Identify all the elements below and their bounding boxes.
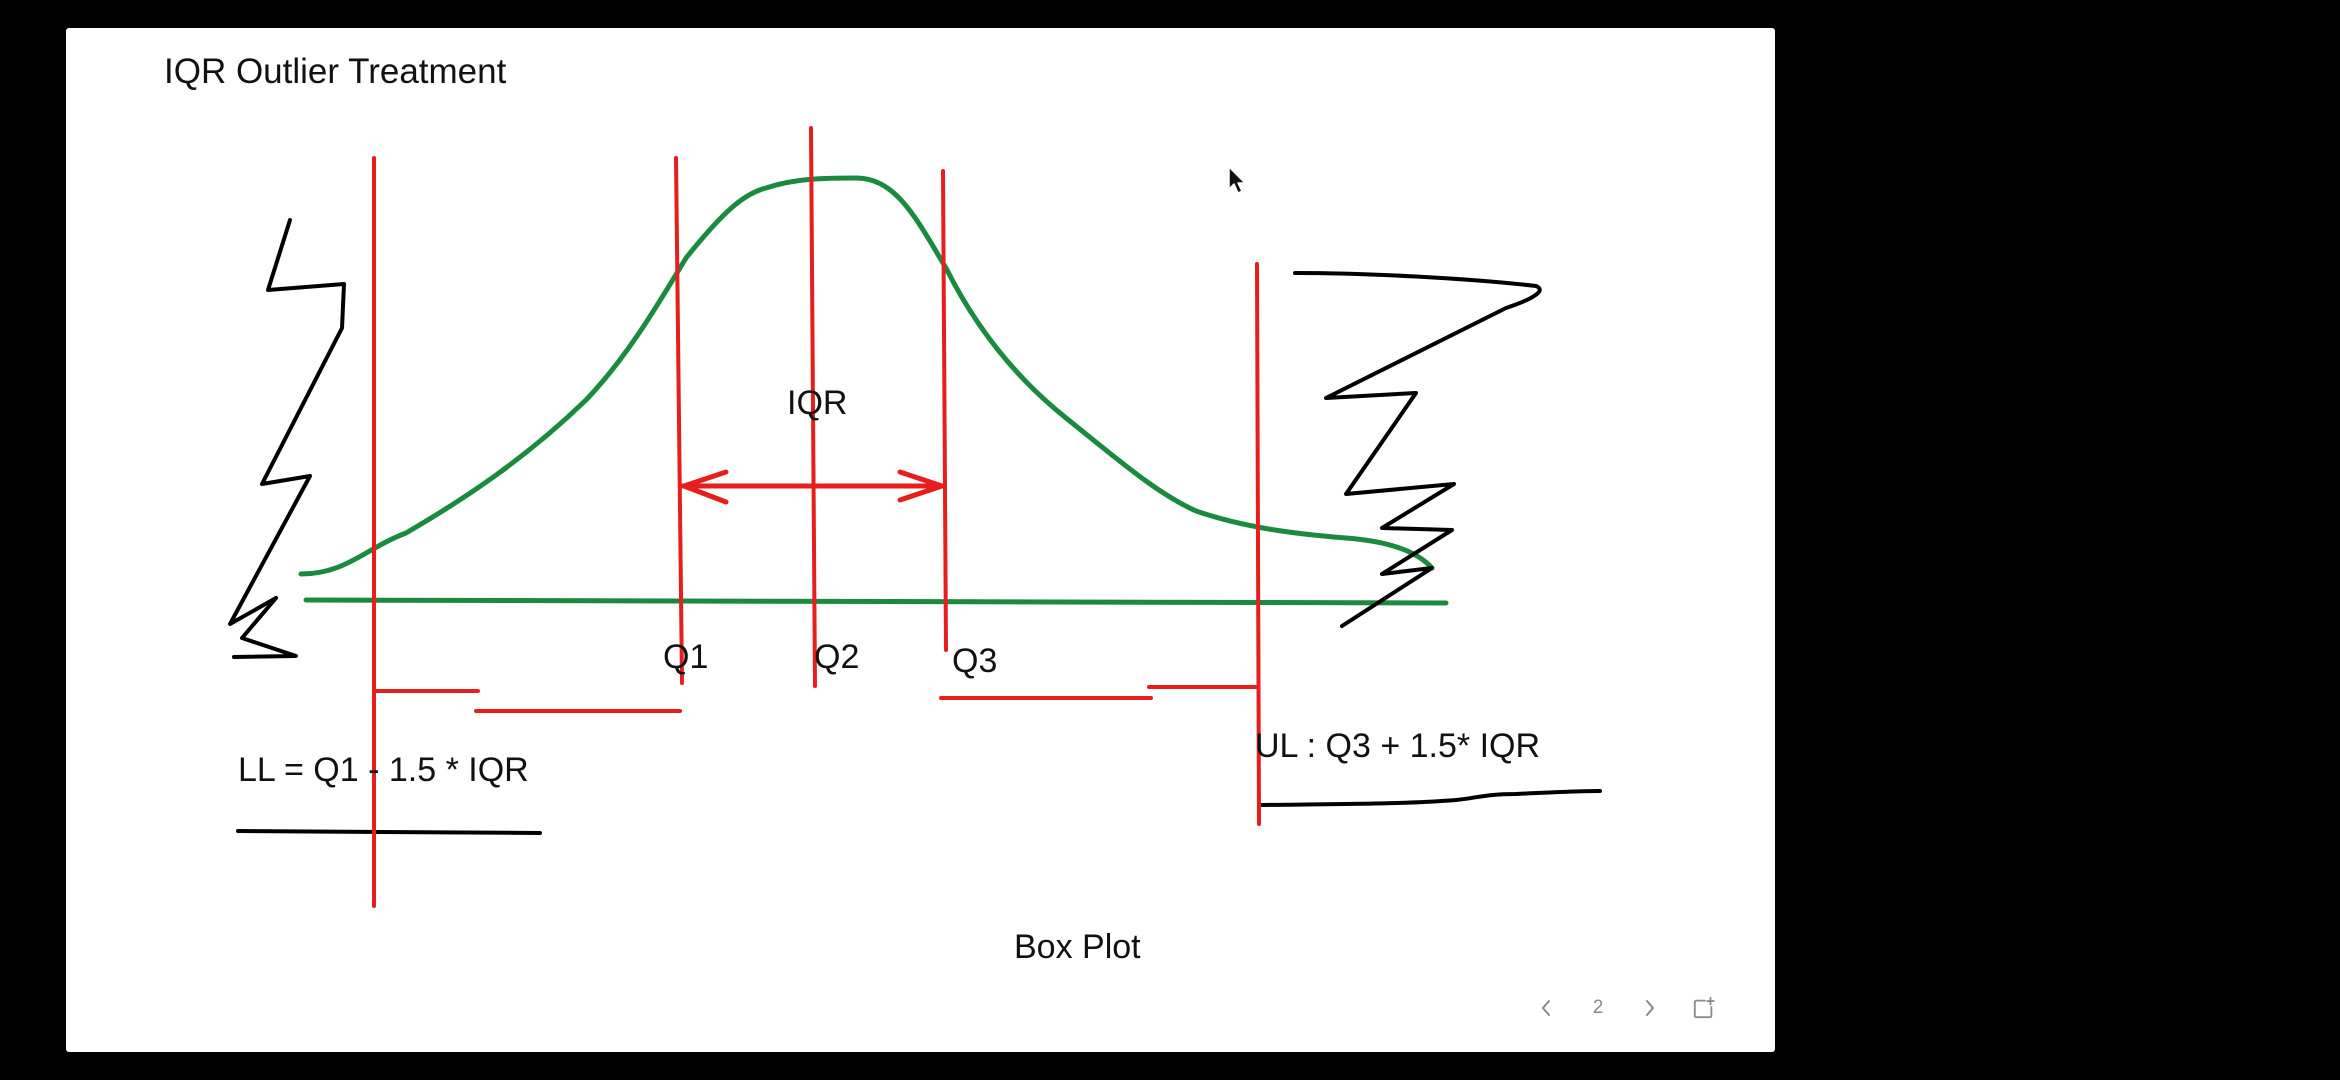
hand-drawn-diagram	[228, 126, 1602, 908]
distribution-curve	[298, 175, 1435, 577]
q2-line	[809, 126, 817, 688]
chevron-right-icon[interactable]	[1638, 992, 1662, 1024]
slide-pager: 2	[1534, 988, 1716, 1028]
q3-label: Q3	[952, 642, 998, 680]
right-outlier-scribble	[1293, 271, 1542, 628]
lower-limit-formula: LL = Q1 - 1.5 * IQR	[238, 751, 529, 789]
ul-underline	[1260, 789, 1602, 807]
baseline-axis	[303, 597, 1449, 606]
slide-caption: Box Plot	[1014, 928, 1141, 966]
ll-underline	[236, 829, 542, 835]
share-square-icon[interactable]	[1692, 992, 1716, 1024]
chevron-left-icon[interactable]	[1534, 992, 1558, 1024]
iqr-double-arrow	[679, 469, 945, 505]
q1-line	[674, 156, 684, 685]
q2-label: Q2	[814, 638, 860, 676]
iqr-label: IQR	[787, 384, 848, 422]
q1-label: Q1	[663, 638, 709, 676]
upper-limit-formula: UL : Q3 + 1.5* IQR	[1255, 727, 1541, 765]
slide-canvas: IQR Outlier Treatment IQR Q1 Q2 Q3 LL = …	[66, 28, 1775, 1052]
left-outlier-scribble	[228, 218, 346, 659]
q3-line	[941, 169, 948, 652]
upper-limit-line	[1255, 262, 1261, 826]
page-number: 2	[1592, 997, 1604, 1018]
slide-title: IQR Outlier Treatment	[164, 52, 507, 91]
mouse-pointer-icon	[1227, 165, 1249, 200]
